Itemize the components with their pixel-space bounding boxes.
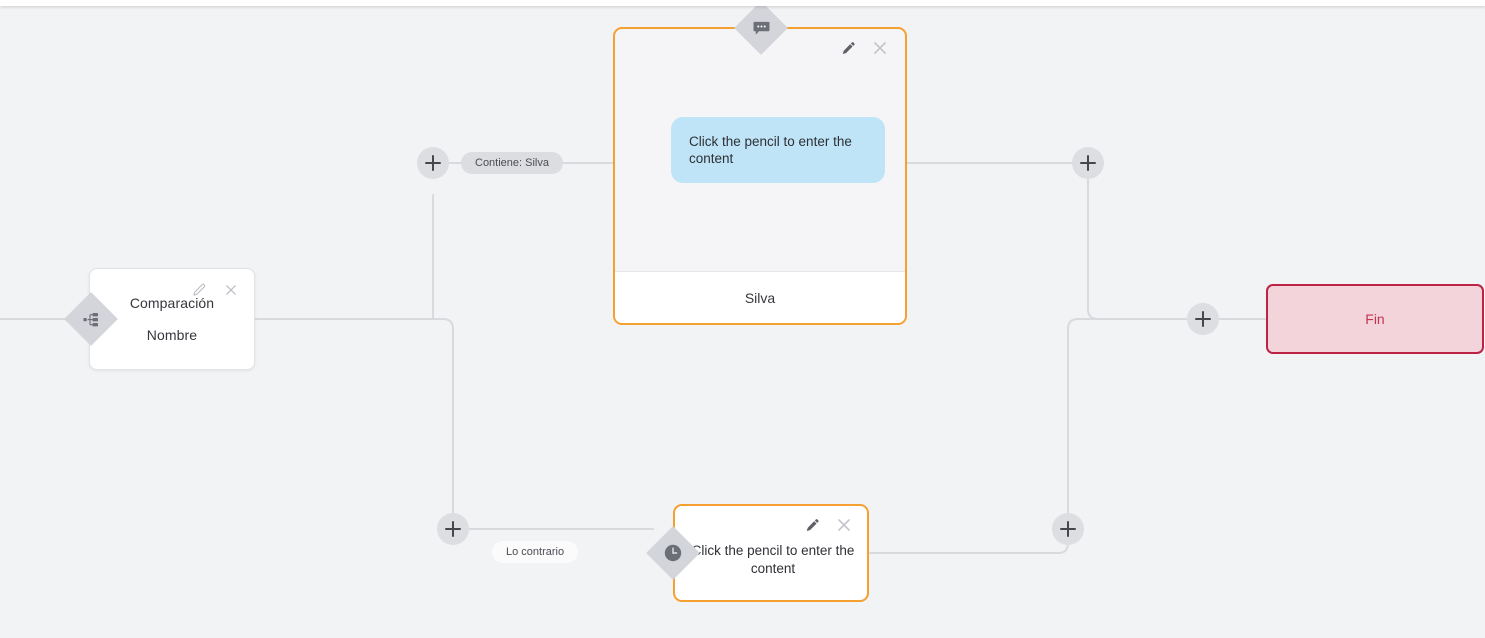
- add-branch-false-right-button[interactable]: [1052, 513, 1084, 545]
- add-branch-true-left-button[interactable]: [417, 147, 449, 179]
- add-branch-false-left-button[interactable]: [437, 513, 469, 545]
- wait-node[interactable]: Click the pencil to enter the content: [673, 504, 869, 602]
- speech-bubble-icon: [742, 9, 780, 47]
- comparison-node-subtitle: Nombre: [146, 327, 198, 343]
- comparison-node[interactable]: Comparación Nombre: [89, 268, 255, 370]
- close-icon[interactable]: [222, 281, 240, 299]
- pencil-icon[interactable]: [190, 281, 208, 299]
- pencil-icon[interactable]: [803, 516, 821, 534]
- comparison-node-tools: [190, 281, 240, 299]
- message-node-footer: Silva: [615, 271, 905, 323]
- comparison-node-badge[interactable]: [64, 292, 118, 346]
- edge-label-lo-contrario[interactable]: Lo contrario: [492, 541, 579, 563]
- sitemap-icon: [72, 300, 110, 338]
- clock-icon: [654, 534, 692, 572]
- close-icon[interactable]: [871, 39, 889, 57]
- message-node-badge[interactable]: [734, 1, 788, 55]
- comparison-node-title: Comparación: [129, 295, 215, 311]
- edge-label-contiene[interactable]: Contiene: Silva: [461, 152, 563, 174]
- pencil-icon[interactable]: [839, 39, 857, 57]
- message-bubble[interactable]: Click the pencil to enter the content: [671, 117, 885, 183]
- message-node-tools: [839, 39, 889, 57]
- wait-node-tools: [803, 516, 853, 534]
- end-node[interactable]: Fin: [1266, 284, 1484, 354]
- wait-node-badge[interactable]: [646, 526, 700, 580]
- close-icon[interactable]: [835, 516, 853, 534]
- add-before-end-button[interactable]: [1187, 303, 1219, 335]
- add-branch-true-right-button[interactable]: [1072, 147, 1104, 179]
- message-node[interactable]: Click the pencil to enter the content Si…: [613, 27, 907, 325]
- top-chrome-strip: [0, 0, 1485, 6]
- wait-node-text: Click the pencil to enter the content: [691, 543, 855, 576]
- message-node-body: Click the pencil to enter the content: [615, 29, 905, 271]
- end-node-label: Fin: [1365, 311, 1385, 327]
